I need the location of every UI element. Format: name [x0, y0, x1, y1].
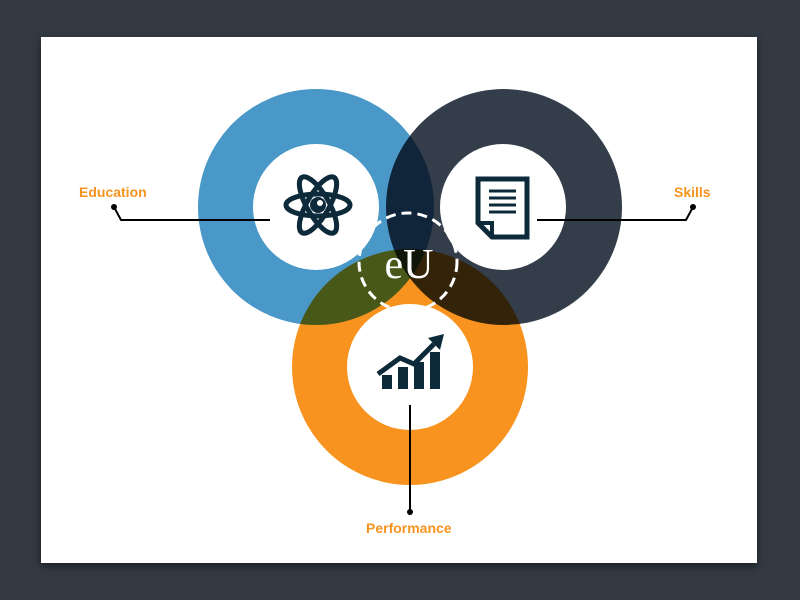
education-connector [113, 206, 270, 221]
performance-label: Performance [366, 520, 452, 536]
logo-dashed-circle [357, 211, 459, 313]
education-label: Education [79, 184, 147, 200]
logo-text: eU [385, 242, 434, 288]
atom-icon [283, 174, 353, 236]
skills-connector [537, 206, 694, 221]
document-icon [475, 176, 530, 240]
growth-chart-icon [376, 334, 444, 389]
skills-label: Skills [674, 184, 711, 200]
